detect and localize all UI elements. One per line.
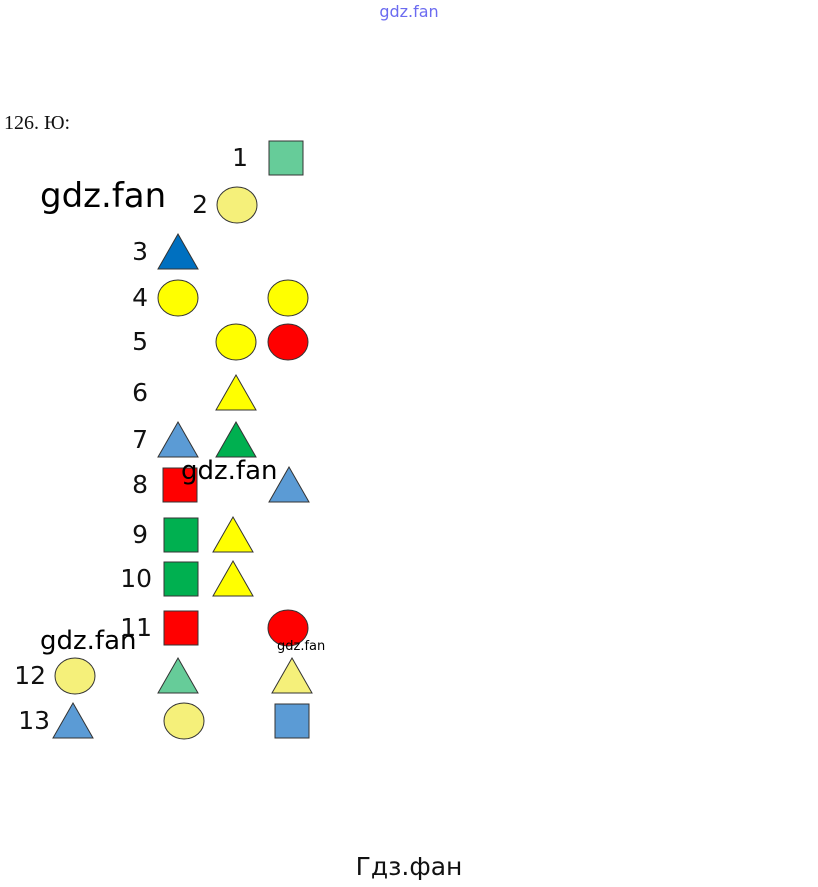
row-number: 10 xyxy=(120,564,152,593)
light-green-triangle-shape xyxy=(157,656,199,694)
red-square-shape xyxy=(162,467,198,503)
yellow-triangle-shape xyxy=(212,559,254,597)
watermark: gdz.fan xyxy=(40,626,137,656)
exercise-title: 126. Ю: xyxy=(4,112,71,134)
green-square-shape xyxy=(163,561,199,597)
row-number: 1 xyxy=(232,143,248,172)
yellow-circle-shape xyxy=(215,323,257,361)
light-yellow-circle-shape xyxy=(163,702,205,740)
row-number: 3 xyxy=(132,237,148,266)
watermark: gdz.fan xyxy=(181,456,278,486)
light-blue-square-shape xyxy=(274,703,310,739)
green-triangle-shape xyxy=(215,420,257,458)
light-blue-triangle-shape xyxy=(268,465,310,503)
red-circle-shape xyxy=(267,323,309,361)
light-yellow-triangle-shape xyxy=(271,656,313,694)
row-number: 12 xyxy=(14,661,46,690)
light-yellow-circle-shape xyxy=(54,657,96,695)
yellow-triangle-shape xyxy=(212,515,254,553)
row-number: 5 xyxy=(132,327,148,356)
light-green-square-shape xyxy=(268,140,304,176)
green-square-shape xyxy=(163,517,199,553)
row-number: 8 xyxy=(132,470,148,499)
watermark-top: gdz.fan xyxy=(379,2,439,21)
yellow-circle-shape xyxy=(157,279,199,317)
red-circle-shape xyxy=(267,609,309,647)
blue-triangle-shape xyxy=(157,232,199,270)
row-number: 6 xyxy=(132,378,148,407)
watermark: gdz.fan xyxy=(40,176,167,216)
row-number: 7 xyxy=(132,425,148,454)
yellow-circle-shape xyxy=(267,279,309,317)
row-number: 13 xyxy=(18,706,50,735)
red-square-shape xyxy=(163,610,199,646)
row-number: 11 xyxy=(120,613,152,642)
yellow-triangle-shape xyxy=(215,373,257,411)
footer-watermark: Гдз.фан xyxy=(355,852,463,881)
watermark: gdz.fan xyxy=(277,639,326,654)
light-blue-triangle-shape xyxy=(52,701,94,739)
row-number: 2 xyxy=(192,190,208,219)
light-blue-triangle-shape xyxy=(157,420,199,458)
row-number: 4 xyxy=(132,283,148,312)
light-yellow-circle-shape xyxy=(216,186,258,224)
row-number: 9 xyxy=(132,520,148,549)
